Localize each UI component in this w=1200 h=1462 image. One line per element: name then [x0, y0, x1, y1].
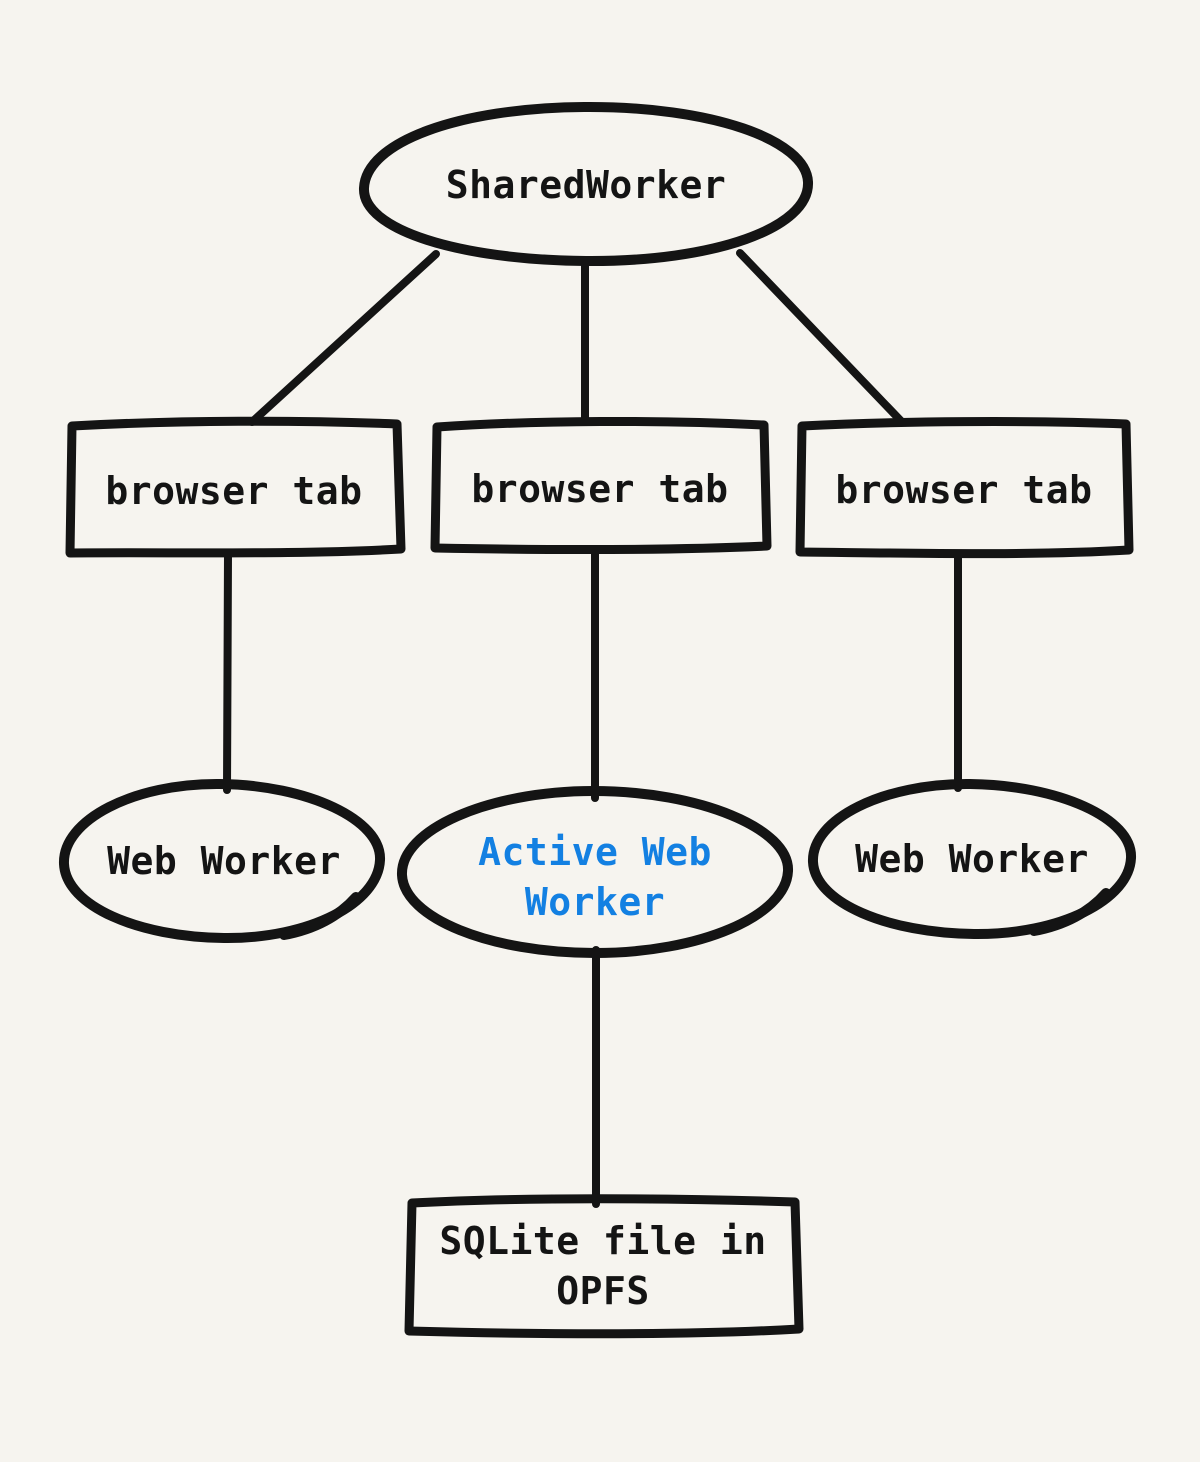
edge-sharedworker-to-tab-left: [248, 250, 440, 426]
node-browser-tab-right-shape: [795, 417, 1134, 559]
sqlite-opfs-label: SQLite file in OPFS: [439, 1219, 767, 1313]
browser-tab-right-label: browser tab: [835, 468, 1093, 512]
shared-worker-label: SharedWorker: [445, 163, 727, 207]
web-worker-right-label: Web Worker: [855, 837, 1089, 881]
web-worker-left-label: Web Worker: [107, 839, 341, 883]
node-web-worker-right-pen-overlap: [1029, 888, 1111, 936]
node-shared-worker-shape: [358, 101, 814, 267]
browser-tab-left-label: browser tab: [105, 469, 363, 513]
node-active-web-worker-shape: [396, 786, 794, 958]
edge-sharedworker-to-tab-right: [736, 249, 906, 426]
active-web-worker-label: Active Web Worker: [478, 830, 712, 924]
browser-tab-middle-label: browser tab: [471, 467, 729, 511]
node-browser-tab-middle-shape: [430, 416, 772, 555]
edge-tab-left-to-webworker-left: [223, 550, 232, 794]
node-web-worker-right-shape: [807, 778, 1136, 940]
node-browser-tab-left-shape: [65, 416, 406, 558]
node-web-worker-left-shape: [58, 778, 385, 944]
node-sqlite-opfs-shape: [404, 1194, 804, 1339]
node-web-worker-left-pen-overlap: [279, 892, 361, 940]
